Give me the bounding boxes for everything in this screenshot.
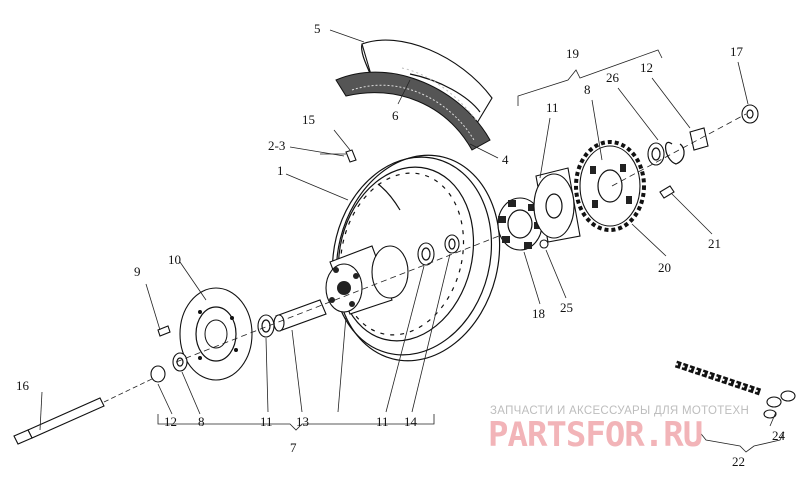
callout-17: 17 [730,44,744,59]
callout-11-right: 11 [546,100,559,115]
callout-4: 4 [502,152,509,167]
callout-18: 18 [532,306,545,321]
group-bracket-19 [517,49,663,106]
brake-disc-part [179,287,253,381]
group-bracket-22 [697,429,785,453]
valve-part [345,149,357,163]
callout-11-mid: 11 [376,414,389,429]
left-bearing-part [257,314,275,338]
watermark-tagline: ЗАПЧАСТИ И АКСЕССУАРЫ ДЛЯ МОТОТЕХН [490,405,749,417]
callout-8-right: 8 [584,82,591,97]
group-bracket-7 [157,414,435,431]
callout-2-3: 2-3 [268,138,285,153]
callout-15: 15 [302,112,315,127]
callout-11-left: 11 [260,414,273,429]
right-spacer-part [689,127,709,151]
rear-sprocket-part [574,140,646,232]
callout-1: 1 [277,163,284,178]
wheel-hub-part [325,245,409,315]
callout-22: 22 [732,454,745,469]
sprocket-nut-part [539,239,549,249]
wheel-rim-part [331,154,501,362]
axle-part [13,377,155,445]
disc-bolt-part [157,325,171,337]
axle-nut-part [741,104,759,124]
sprocket-carrier-part [533,167,581,243]
callout-21: 21 [708,236,721,251]
callout-8-left: 8 [198,414,205,429]
chain-master-link-part [763,390,796,419]
right-bearing-part [417,234,460,266]
callout-13: 13 [296,414,309,429]
spacer-tube-part [273,299,327,332]
callout-19: 19 [566,46,579,61]
callout-20: 20 [658,260,671,275]
callout-24: 24 [772,428,786,443]
callout-26: 26 [606,70,620,85]
callout-25: 25 [560,300,573,315]
leader-lines [39,29,777,431]
callout-14: 14 [404,414,418,429]
callout-9: 9 [134,264,141,279]
drive-chain-part [674,360,762,396]
callout-6: 6 [392,108,399,123]
inner-tube-part [335,67,491,151]
callout-10: 10 [168,252,181,267]
callout-labels: 5 6 4 15 2-3 1 9 10 16 12 8 11 13 11 14 … [16,21,786,469]
callout-5: 5 [314,21,321,36]
circlip-part [665,141,685,165]
callout-12-right: 12 [640,60,653,75]
callout-16: 16 [16,378,30,393]
callout-7: 7 [290,440,297,455]
watermark-logo: PARTSFOR.RU [488,415,702,455]
callout-12-left: 12 [164,414,177,429]
sprocket-side-bearing-part [647,142,665,166]
left-spacers-part [150,352,188,383]
sprocket-bolt-part [659,185,675,199]
watermark: ЗАПЧАСТИ И АКСЕССУАРЫ ДЛЯ МОТОТЕХН PARTS… [488,405,749,455]
